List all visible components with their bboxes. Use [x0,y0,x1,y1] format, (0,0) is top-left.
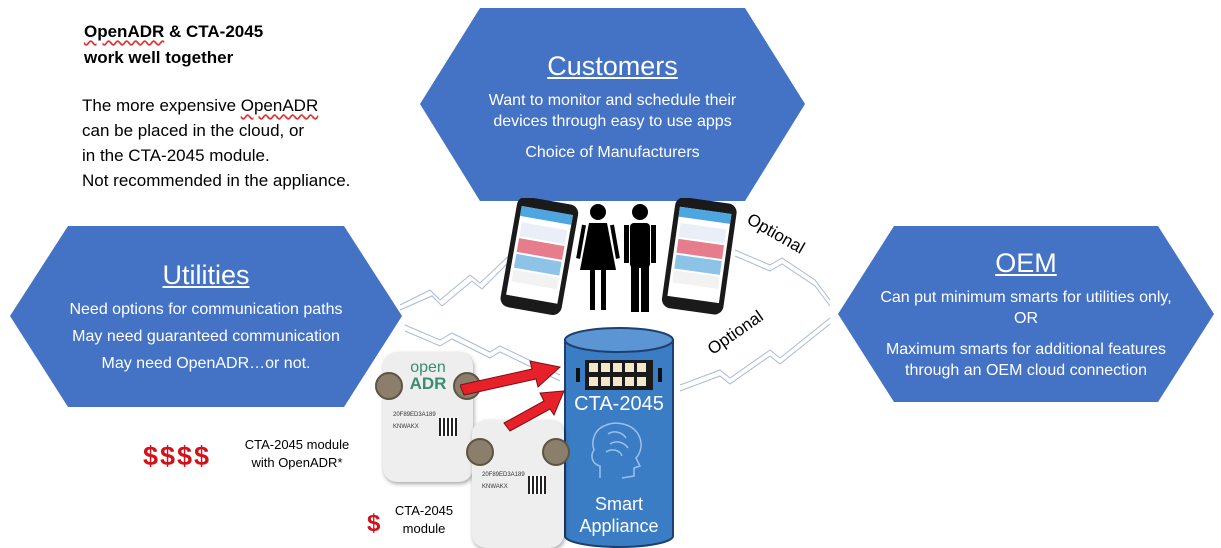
intro-title-cta: & CTA-2045 [164,22,264,41]
phone-right-icon [661,198,737,315]
oem-line1: Can put minimum smarts for utilities onl… [880,288,1172,306]
intro-line4: Not recommended in the appliance. [82,171,351,190]
intro-line3: in the CTA-2045 module. [82,146,270,165]
device-id-back: 20F89ED3A189 [393,412,436,418]
phone-left-icon [500,198,579,315]
expensive-label-line1: CTA-2045 module [244,437,350,452]
customers-line2: devices through easy to use apps [493,112,732,130]
price-expensive: $$$$ [143,441,212,471]
device-id-front: 20F89ED3A189 [482,472,525,478]
device-code-front: KNWAKX [482,484,508,490]
utilities-line1: Need options for communication paths [69,300,343,318]
intro-line2: can be placed in the cloud, or [82,121,305,140]
device-code-back: KNWAKX [393,424,419,430]
person-woman-icon [576,204,620,310]
qr-code-icon [528,476,546,494]
utilities-line3: May need OpenADR…or not. [101,354,311,372]
person-man-icon [624,204,656,312]
cheap-label-line2: module [402,521,446,536]
customers-line3: Choice of Manufacturers [525,143,700,161]
screw-icon [466,438,494,466]
expensive-module-label: CTA-2045 module with OpenADR* [227,436,367,472]
intro-title-line2: work well together [84,48,234,67]
expensive-label-line2: with OpenADR* [251,455,343,470]
appliance-label-appliance: Appliance [579,516,659,536]
intro-body: The more expensive OpenADR can be placed… [82,93,350,193]
oem-line4: through an OEM cloud connection [905,361,1147,379]
oem-hexagon: OEM Can put minimum smarts for utilities… [838,226,1214,402]
arrow-lower-icon [503,390,565,432]
cheap-module-label: CTA-2045 module [384,502,464,538]
customers-line1: Want to monitor and schedule their [488,91,737,109]
oem-line2: OR [1014,309,1038,327]
link-phone-oem [734,249,831,301]
utilities-hexagon: Utilities Need options for communication… [10,226,402,407]
arrow-upper-icon [460,360,562,396]
screw-icon [375,372,403,400]
qr-code-icon [439,418,457,436]
module-arrows [460,360,565,432]
cta2045-module-device: 20F89ED3A189 KNWAKX [466,420,570,548]
utilities-title: Utilities [162,259,250,290]
oem-line3: Maximum smarts for additional features [885,340,1167,358]
price-cheap: $ [367,510,381,537]
link-utilities-phone [399,249,516,306]
intro-title-openadr: OpenADR [84,22,165,41]
openadr-logo-adr: ADR [409,374,447,393]
appliance-label-top: CTA-2045 [574,393,664,415]
openadr-logo-open: open [410,359,446,376]
screw-icon [542,438,570,466]
oem-title: OEM [995,247,1057,278]
intro-line1-a: The more expensive [82,96,241,115]
openadr-logo: open ADR [383,359,473,393]
smart-appliance-cylinder [564,327,674,548]
utilities-line2: May need guaranteed communication [72,327,340,345]
appliance-label-bottom: Smart Appliance [566,493,672,537]
appliance-label-smart: Smart [594,494,643,514]
customers-title: Customers [547,50,678,81]
customers-illustration [500,198,737,315]
brain-head-icon [591,422,642,479]
link-utilities-appliance [404,324,561,376]
intro-line1-b: OpenADR [240,96,319,115]
cheap-label-line1: CTA-2045 [394,503,454,518]
customers-hexagon: Customers Want to monitor and schedule t… [420,8,805,201]
intro-heading: OpenADR & CTA-2045 work well together [84,19,263,71]
link-appliance-oem [679,317,831,386]
